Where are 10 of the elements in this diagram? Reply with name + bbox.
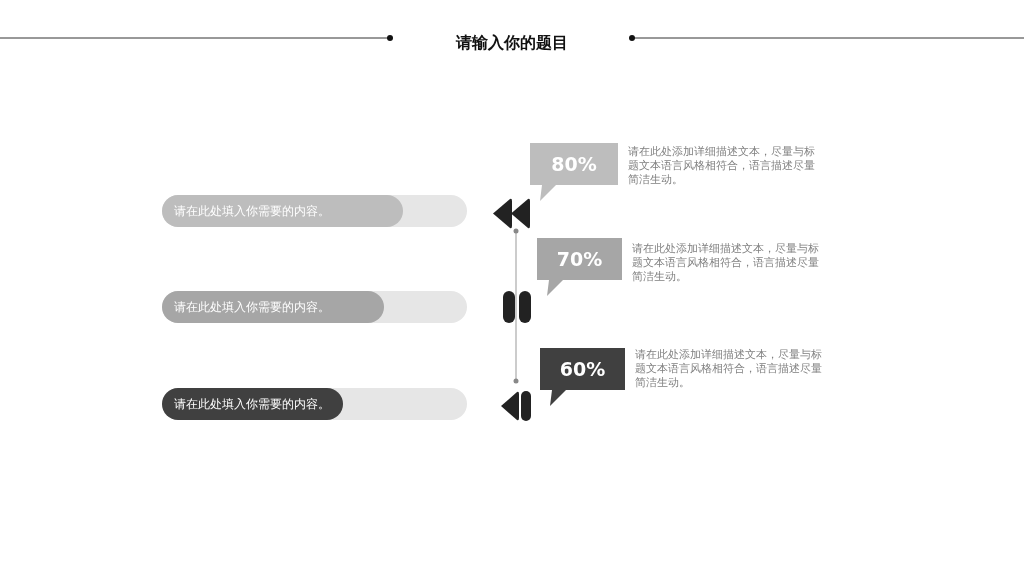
progress-bar: 请在此处填入你需要的内容。 xyxy=(162,291,384,323)
speech-bubble: 80% xyxy=(530,143,618,201)
description-text: 请在此处添加详细描述文本，尽量与标题文本语言风格相符合，语言描述尽量简洁生动。 xyxy=(632,242,820,284)
description-text: 请在此处添加详细描述文本，尽量与标题文本语言风格相符合，语言描述尽量简洁生动。 xyxy=(628,145,816,187)
description-text: 请在此处添加详细描述文本，尽量与标题文本语言风格相符合，语言描述尽量简洁生动。 xyxy=(635,348,823,390)
speech-bubble: 70% xyxy=(537,238,622,296)
speech-bubble: 60% xyxy=(540,348,625,406)
progress-bar: 请在此处填入你需要的内容。 xyxy=(162,388,343,420)
progress-bar: 请在此处填入你需要的内容。 xyxy=(162,195,403,227)
title: 请输入你的题目 xyxy=(454,32,569,54)
